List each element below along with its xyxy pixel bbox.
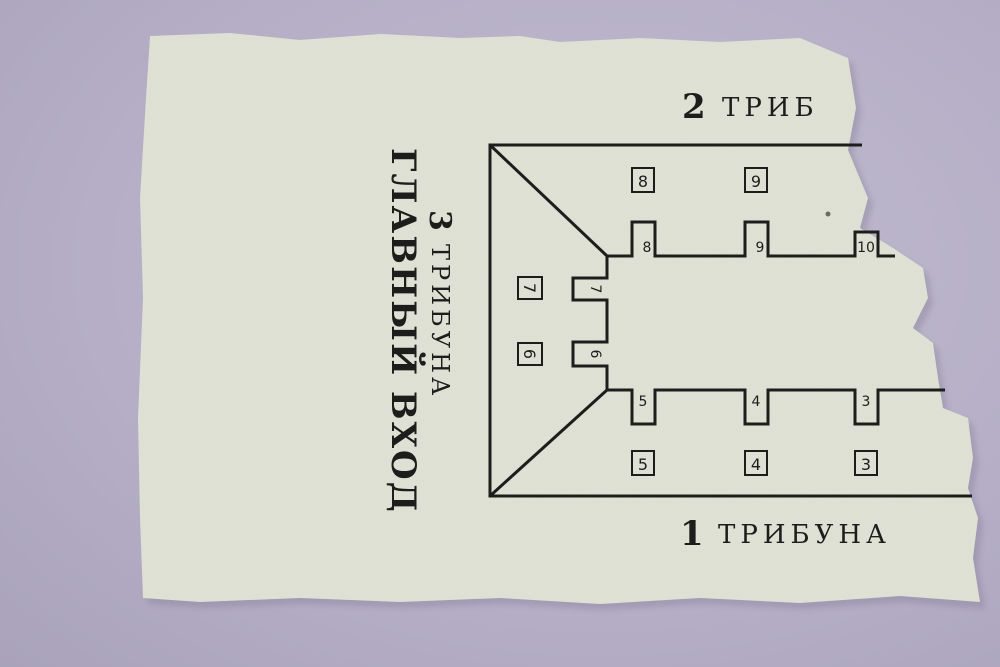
gate-10-label: 10 [857, 240, 875, 256]
left-gate-sections: 7 6 [587, 285, 603, 359]
stadium-diagram [488, 143, 972, 498]
stand-1-word: ТРИБУНА [718, 520, 891, 550]
stand-2-number: 2 [682, 87, 706, 127]
stand-1-label: 1 ТРИБУНА [680, 514, 891, 554]
left-gate-7-label: 7 [587, 285, 603, 294]
paper-stain [825, 211, 831, 217]
inner-bottom-edge [607, 388, 945, 426]
left-boxed-sections: 7 6 [517, 276, 543, 366]
gate-3-label: 3 [862, 394, 871, 410]
gate-8-label: 8 [643, 240, 652, 256]
main-entrance-text: ГЛАВНЫЙ ВХОД [383, 148, 426, 514]
main-entrance-label: ГЛАВНЫЙ ВХОД [383, 148, 426, 514]
stand-1-number: 1 [680, 514, 704, 554]
stand-3-number: 3 [422, 210, 457, 231]
gate-4-label: 4 [752, 394, 761, 410]
section-5-label: 5 [638, 455, 648, 474]
gate-9-label: 9 [756, 240, 765, 256]
top-gate-sections: 8 9 10 [643, 240, 875, 256]
stand-3-label: 3 ТРИБУНА [422, 210, 457, 399]
bottom-boxed-sections: 5 4 3 [631, 450, 878, 476]
ticket-paper [138, 33, 980, 604]
section-4-label: 4 [751, 455, 761, 474]
bottom-gate-sections: 5 4 3 [639, 394, 871, 410]
stand-2-label: 2 ТРИБ [682, 87, 819, 127]
section-6-label: 6 [520, 349, 539, 359]
section-8-label: 8 [638, 172, 648, 191]
stand-2-word: ТРИБ [722, 93, 819, 123]
corner-diagonal-top [488, 143, 609, 258]
corner-diagonal-bottom [488, 388, 609, 498]
inner-top-edge [607, 220, 895, 258]
gate-5-label: 5 [639, 394, 648, 410]
section-7-label: 7 [520, 283, 539, 293]
left-gate-6-label: 6 [587, 350, 603, 359]
stand-3-word: ТРИБУНА [426, 244, 454, 399]
top-boxed-sections: 8 9 [631, 167, 768, 193]
section-3-label: 3 [861, 455, 871, 474]
inner-left-edge [571, 256, 609, 390]
stadium-outer-frame [488, 143, 972, 498]
section-9-label: 9 [751, 172, 761, 191]
